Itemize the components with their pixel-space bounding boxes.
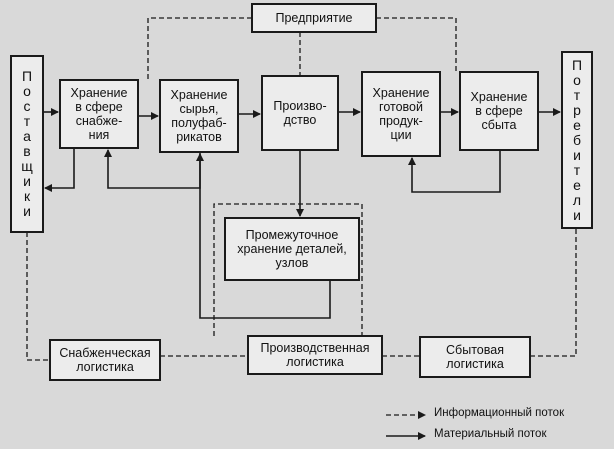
info-production-logistics-loop: [213, 203, 363, 336]
legend: [386, 411, 426, 440]
storage-sales-label: Хранение в сфере сбыта: [470, 90, 528, 132]
consumers-box: [561, 51, 593, 229]
production-logistics-box: [247, 335, 383, 375]
storage-sales-box: [459, 71, 539, 151]
legend-material-label: Материальный поток: [434, 428, 547, 440]
production-label: Произво- дство: [273, 99, 327, 127]
legend-info-label: Информационный поток: [434, 407, 565, 419]
storage-supply-label: Хранение в сфере снабже- ния: [70, 86, 128, 142]
return-supply-to-suppliers: [44, 148, 75, 192]
storage-supply-box: [59, 79, 139, 149]
return-sales-to-finished: [408, 150, 501, 193]
information-flows: [26, 17, 577, 361]
sales-logistics-label: Сбытовая логистика: [446, 343, 504, 371]
info-sales-logistics-consumers: [530, 228, 577, 357]
consumers-label: П о т р е б и т е л и: [571, 56, 583, 223]
enterprise-box: [251, 3, 377, 33]
sales-logistics-box: [419, 336, 531, 378]
storage-finished-box: [361, 71, 441, 157]
production-logistics-label: Производственная логистика: [260, 341, 370, 369]
storage-raw-label: Хранение сырья, полуфаб- рикатов: [170, 88, 228, 144]
suppliers-box: [10, 55, 44, 233]
storage-raw-box: [159, 79, 239, 153]
supply-logistics-box: [49, 339, 161, 381]
storage-finished-label: Хранение готовой продук- ции: [372, 86, 430, 142]
return-raw-to-supply: [104, 149, 201, 189]
enterprise-label: Предприятие: [275, 11, 353, 25]
supply-logistics-label: Снабженческая логистика: [59, 346, 151, 374]
production-box: [261, 75, 339, 151]
material-flows: [43, 108, 561, 319]
info-enterprise-left: [147, 17, 252, 80]
suppliers-label: П о с т а в щ и к и: [21, 68, 33, 219]
info-enterprise-right: [376, 17, 457, 72]
intermediate-box: [224, 217, 360, 281]
intermediate-label: Промежуточное хранение деталей, узлов: [237, 228, 347, 270]
info-suppliers-supply-logistics: [26, 232, 50, 361]
flow-intermediate-to-raw: [196, 153, 331, 319]
